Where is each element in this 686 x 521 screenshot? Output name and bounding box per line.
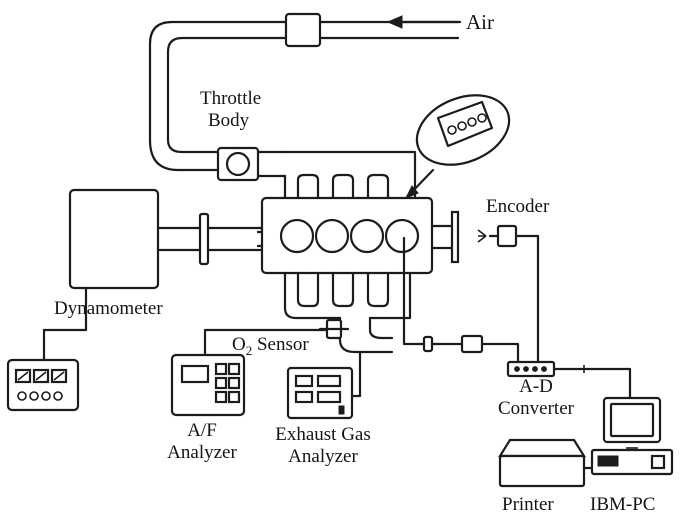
- af-analyzer-label-line2: Analyzer: [167, 441, 237, 463]
- throttle-body-label-line2: Body: [208, 109, 250, 131]
- throttle-body-label-line1: Throttle: [200, 88, 262, 109]
- o2-sensor-label: O2 Sensor: [232, 334, 309, 359]
- exhaust-gas-analyzer-label: Exhaust Gas Analyzer: [258, 424, 388, 468]
- dynamometer: [68, 188, 264, 290]
- intake-manifold: [283, 150, 417, 200]
- cylinder-head-detail: [404, 94, 511, 199]
- engine-block: [260, 196, 434, 275]
- dynamometer-controller: [6, 286, 88, 412]
- o2-sensor-label-sub: 2: [245, 342, 253, 358]
- pressure-signal-line: [402, 236, 520, 364]
- exhaust-gas-analyzer-label-line2: Analyzer: [288, 445, 358, 467]
- throttle-body-label: Throttle Body: [200, 88, 261, 132]
- exhaust-gas-analyzer: [286, 350, 362, 420]
- encoder-label: Encoder: [486, 196, 550, 217]
- printer: [498, 438, 594, 488]
- ad-converter-label: A-D Converter: [486, 376, 586, 420]
- throttle-body: [216, 146, 287, 182]
- ad-converter-label-line1: A-D: [519, 376, 553, 397]
- encoder: [477, 224, 540, 372]
- crankshaft: [430, 210, 460, 264]
- air-flow-arrow: [386, 15, 462, 29]
- printer-label: Printer: [502, 494, 554, 515]
- ibm-pc: [590, 396, 674, 476]
- ibm-pc-label: IBM-PC: [590, 494, 656, 515]
- ad-converter: [506, 360, 632, 400]
- air-intake-pipe: [148, 12, 460, 172]
- o2-sensor: [203, 318, 350, 357]
- exhaust-gas-analyzer-label-line1: Exhaust Gas: [275, 424, 371, 445]
- air-label: Air: [466, 10, 494, 34]
- af-analyzer: [170, 353, 246, 417]
- af-analyzer-label: A/F Analyzer: [152, 420, 252, 464]
- o2-sensor-label-rest: Sensor: [252, 334, 309, 355]
- o2-sensor-label-o: O: [232, 334, 246, 355]
- ad-converter-label-line2: Converter: [498, 397, 574, 419]
- af-analyzer-label-line1: A/F: [187, 420, 217, 441]
- exhaust-manifold: [283, 271, 412, 354]
- dynamometer-label: Dynamometer: [54, 298, 163, 319]
